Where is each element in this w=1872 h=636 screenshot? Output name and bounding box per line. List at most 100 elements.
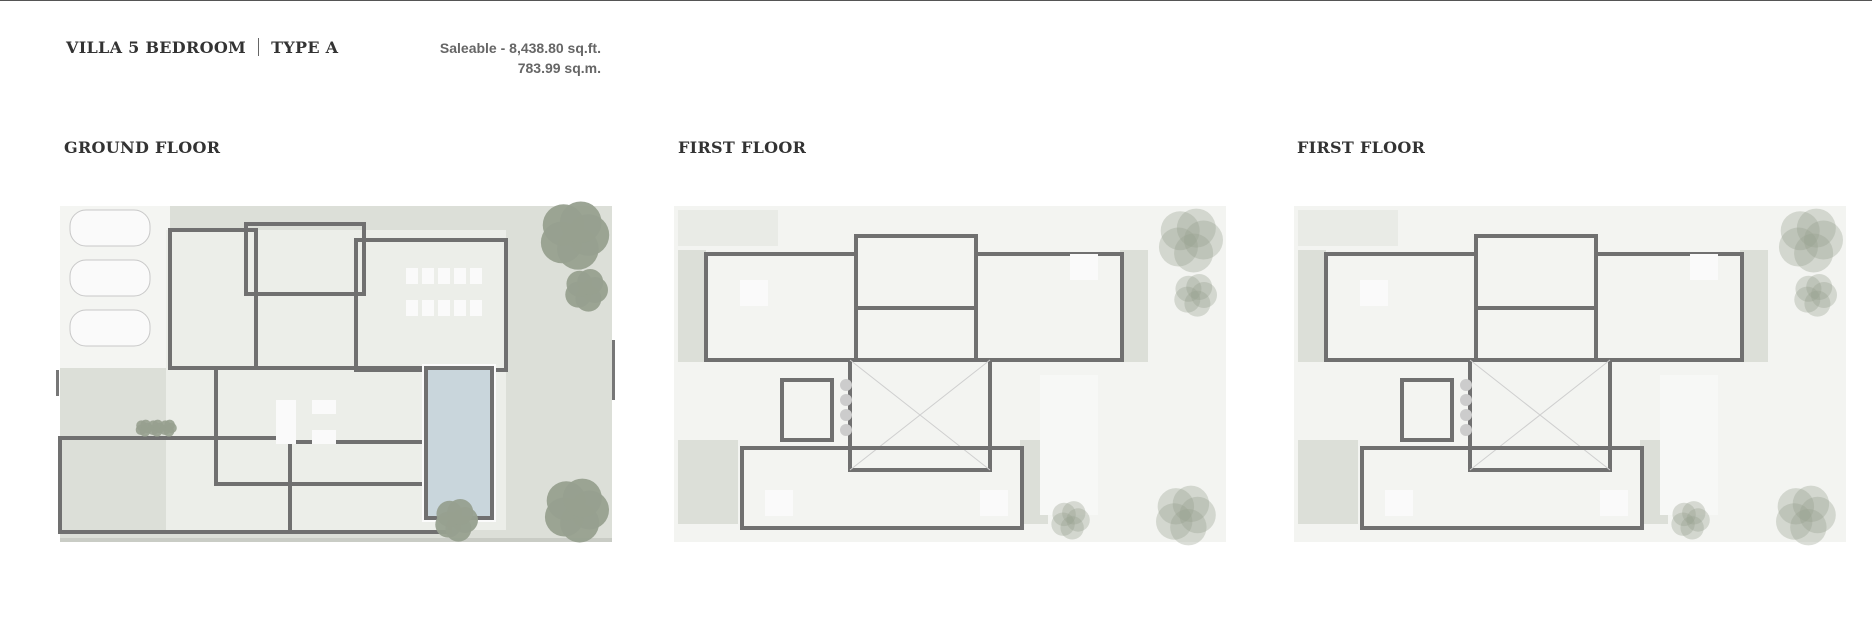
car-icon <box>69 259 151 297</box>
tree-icon <box>1176 208 1216 248</box>
balcony <box>1298 250 1326 362</box>
tree-icon <box>1172 485 1210 523</box>
bed-icon <box>740 280 768 306</box>
bed-icon <box>1600 490 1628 516</box>
tree-icon <box>152 419 163 431</box>
tree-icon <box>1062 501 1086 525</box>
tree-icon <box>1804 290 1831 317</box>
dining-chair <box>406 300 418 316</box>
tree-icon <box>1060 516 1084 540</box>
park-side-label <box>612 340 615 400</box>
tree-icon <box>1796 208 1836 248</box>
dining-chair <box>470 300 482 316</box>
balcony <box>678 440 738 524</box>
dining-chair <box>422 268 434 284</box>
boundary <box>60 538 612 542</box>
service-wing <box>168 228 258 370</box>
tree-icon <box>1778 227 1818 267</box>
tree-icon <box>1174 286 1201 313</box>
balcony <box>678 250 706 362</box>
tree-icon <box>1792 485 1830 523</box>
first-floor-title-2: FIRST FLOOR <box>1297 138 1426 157</box>
balcony <box>1298 440 1358 524</box>
tree-icon <box>1051 512 1075 536</box>
plant-icon <box>1460 424 1472 436</box>
tree-icon <box>1777 488 1815 525</box>
dining-chair <box>454 268 466 284</box>
saleable-sqft: Saleable - 8,438.80 sq.ft. <box>439 40 601 56</box>
kitchen <box>244 222 366 296</box>
dining-chair <box>454 300 466 316</box>
bedroom-wing <box>740 446 1024 530</box>
tree-icon <box>1158 227 1198 267</box>
tree-icon <box>1184 290 1211 317</box>
balcony <box>1120 250 1148 362</box>
tree-icon <box>1686 508 1710 532</box>
plant-icon <box>1460 394 1472 406</box>
stair-void <box>1400 378 1454 442</box>
tree-icon <box>1191 282 1217 308</box>
tree-icon <box>1157 488 1195 525</box>
tree-icon <box>164 419 175 431</box>
tree-icon <box>1811 282 1837 308</box>
master-bedroom <box>1594 252 1744 362</box>
tree-icon <box>1806 274 1833 301</box>
pool-outline <box>1040 375 1098 515</box>
master-bedroom <box>974 252 1124 362</box>
tree-icon <box>1794 233 1834 273</box>
tree-icon <box>1174 233 1214 273</box>
sofa <box>312 400 336 414</box>
villa-type: VILLA 5 BEDROOM <box>66 38 247 57</box>
dining-chair <box>470 268 482 284</box>
first-floor-title: FIRST FLOOR <box>678 138 807 157</box>
tree-icon <box>1184 220 1223 260</box>
bed-icon <box>765 490 793 516</box>
plant-icon <box>840 379 852 391</box>
ground-floor-plan <box>56 200 616 550</box>
tree-icon <box>562 478 602 518</box>
bed-icon <box>1690 254 1718 280</box>
tree-icon <box>1680 516 1704 540</box>
dining-chair <box>422 300 434 316</box>
tree-icon <box>1160 211 1200 251</box>
terrace <box>1298 210 1398 246</box>
plant-icon <box>840 424 852 436</box>
saleable-area: Saleable - 8,438.80 sq.ft. 783.99 sq.m. <box>440 38 601 78</box>
plant-icon <box>840 409 852 421</box>
tree-icon <box>1671 512 1695 536</box>
tree-icon <box>1799 496 1836 534</box>
tree-icon <box>1066 508 1090 532</box>
plant-icon <box>840 394 852 406</box>
bed-icon <box>1385 490 1413 516</box>
tree-icon <box>1179 496 1216 534</box>
dining-chair <box>438 300 450 316</box>
tree-icon <box>1804 220 1843 260</box>
dining-chair <box>438 268 450 284</box>
bed-icon <box>980 490 1008 516</box>
tree-icon <box>1794 286 1821 313</box>
bedroom-wing <box>1360 446 1644 530</box>
tree-icon <box>1682 501 1706 525</box>
tree-icon <box>1170 508 1207 546</box>
plant-icon <box>1460 409 1472 421</box>
first-floor-plan <box>670 200 1230 550</box>
tree-icon <box>1795 275 1822 302</box>
tree-icon <box>1780 211 1820 251</box>
pool-outline <box>1660 375 1718 515</box>
stair-void <box>780 378 834 442</box>
top-border <box>0 0 1872 1</box>
tree-icon <box>140 419 151 431</box>
tree-icon <box>1052 502 1076 527</box>
first-floor-plan-2 <box>1290 200 1850 550</box>
sofa <box>276 400 296 444</box>
sofa <box>312 430 336 444</box>
tree-icon <box>1156 503 1193 540</box>
tree-icon <box>1790 508 1827 546</box>
tree-icon <box>1186 274 1213 301</box>
tree-icon <box>1175 275 1202 302</box>
car-icon <box>69 209 151 247</box>
swimming-pool <box>428 370 490 516</box>
car-icon <box>69 309 151 347</box>
tree-icon <box>1672 502 1696 527</box>
